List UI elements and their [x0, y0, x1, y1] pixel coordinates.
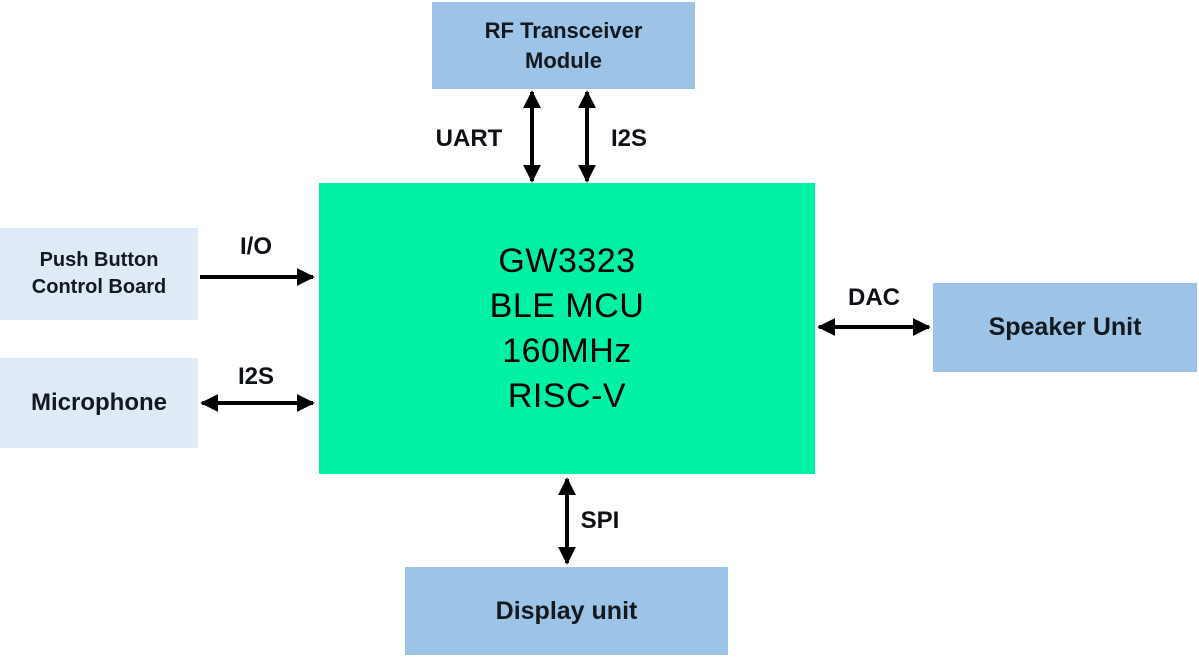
rf-transceiver-label-line1: RF Transceiver [484, 17, 643, 43]
i2s-left-bus-label: I2S [237, 363, 275, 390]
dac-bus-label: DAC [848, 284, 900, 311]
mcu-architecture: RISC-V [507, 376, 627, 415]
display-unit-block: Display unit [405, 567, 728, 655]
rf-transceiver-module-block: RF Transceiver Module [432, 2, 695, 89]
io-bus-label: I/O [239, 233, 273, 260]
speaker-label: Speaker Unit [988, 313, 1142, 341]
mcu-type: BLE MCU [489, 286, 645, 325]
display-label: Display unit [495, 596, 638, 625]
microphone-block: Microphone [0, 358, 198, 448]
i2s-top-bus-label: I2S [610, 125, 648, 152]
spi-bus-label: SPI [580, 507, 620, 534]
push-button-control-board-block: Push Button Control Board [0, 228, 198, 320]
microphone-label: Microphone [31, 389, 167, 416]
mcu-part-number: GW3323 [498, 241, 636, 280]
rf-transceiver-label-line2: Module [525, 47, 602, 73]
push-button-label-line1: Push Button [39, 249, 159, 271]
mcu-block: GW3323 BLE MCU 160MHz RISC-V [319, 183, 815, 474]
push-button-label-line2: Control Board [31, 276, 167, 298]
speaker-unit-block: Speaker Unit [933, 283, 1197, 372]
mcu-clock-speed: 160MHz [502, 331, 632, 370]
uart-bus-label: UART [435, 125, 503, 152]
